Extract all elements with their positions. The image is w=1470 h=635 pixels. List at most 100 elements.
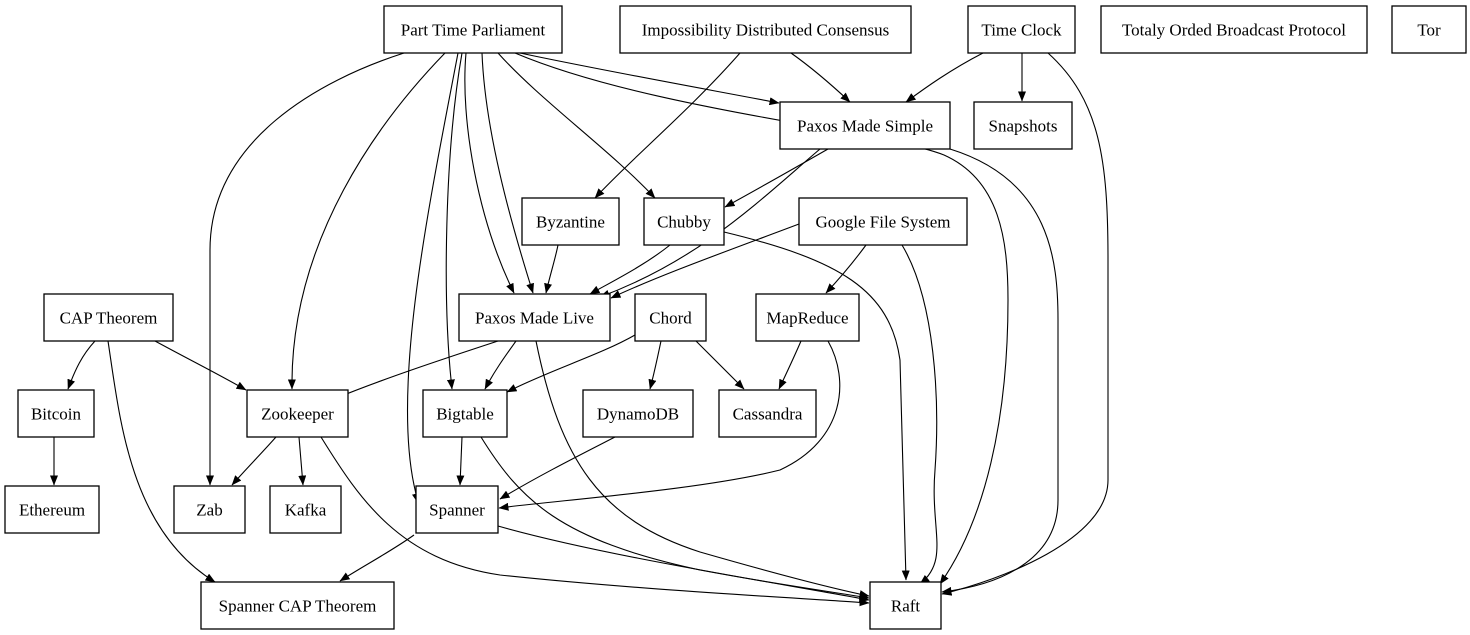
edge-ptp-to-pml (464, 52, 515, 294)
node-label: Kafka (285, 501, 327, 520)
node-box (43, 293, 174, 342)
node-box (634, 293, 707, 342)
node-bitcoin: Bitcoin (17, 389, 95, 438)
node-tor: Tor (1391, 5, 1467, 54)
edge-chubby-to-pml (589, 244, 671, 295)
node-cap-theorem: CAP Theorem (43, 293, 174, 342)
node-paxos-made-live: Paxos Made Live (458, 293, 611, 342)
edge-pml-to-raft (535, 340, 870, 599)
node-time-clock: Time Clock (967, 5, 1076, 54)
edge-mr-to-cass (778, 340, 802, 390)
edge-spanner-to-raft (497, 525, 870, 603)
node-label: Totaly Orded Broadcast Protocol (1122, 21, 1346, 40)
node-mapreduce: MapReduce (755, 293, 860, 342)
edge-zk-to-kafka (298, 436, 307, 486)
node-label: Chord (649, 309, 692, 328)
node-label: Time Clock (981, 21, 1062, 40)
node-box (643, 197, 725, 246)
node-box (718, 389, 817, 438)
node-raft: Raft (869, 581, 942, 630)
node-label: Paxos Made Live (475, 309, 594, 328)
node-zookeeper: Zookeeper (246, 389, 349, 438)
node-label: Byzantine (536, 213, 605, 232)
node-box (246, 389, 349, 438)
edge-gfs-to-pml (610, 223, 800, 299)
edge-ptp-to-bt (445, 52, 463, 390)
edge-pml-to-bt (484, 340, 517, 390)
edge-zk-to-raft (320, 436, 870, 607)
node-kafka: Kafka (269, 485, 342, 534)
node-label: CAP Theorem (60, 309, 158, 328)
edge-gfs-to-mr (825, 244, 867, 294)
node-label: DynamoDB (597, 405, 679, 424)
node-box (415, 485, 499, 534)
edge-pml-to-zk (333, 340, 499, 400)
edge-pms-to-pml (599, 148, 821, 298)
node-box (967, 5, 1076, 54)
node-box (4, 485, 100, 534)
node-snapshots: Snapshots (973, 101, 1073, 150)
node-label: Snapshots (989, 117, 1058, 136)
node-box (200, 581, 395, 630)
node-box (422, 389, 508, 438)
edge-chubby-to-raft (723, 231, 910, 581)
node-spanner: Spanner (415, 485, 499, 534)
node-box (779, 101, 951, 150)
edge-tc-to-pms (905, 52, 984, 103)
node-label: MapReduce (766, 309, 848, 328)
node-chord: Chord (634, 293, 707, 342)
edge-ptp-to-chubby (497, 52, 656, 199)
node-box (521, 197, 620, 246)
edge-bt-to-spanner (456, 436, 465, 486)
node-box (619, 5, 912, 54)
edge-ptp-to-pml (481, 52, 534, 294)
node-box (458, 293, 611, 342)
edge-mr-to-spanner (498, 340, 841, 511)
edge-ptp-to-pms (519, 52, 780, 106)
node-box (1100, 5, 1368, 54)
edge-bt-to-raft (480, 436, 870, 601)
node-box (582, 389, 694, 438)
node-google-file-system: Google File System (798, 197, 968, 246)
node-label: Google File System (815, 213, 950, 232)
node-label: Cassandra (733, 405, 803, 424)
node-label: Bigtable (436, 405, 494, 424)
edge-ptp-to-zk (287, 52, 446, 390)
node-label: Zab (196, 501, 222, 520)
edge-chord-to-bt (506, 334, 636, 393)
node-dynamodb: DynamoDB (582, 389, 694, 438)
edge-cap-to-scap (107, 340, 216, 583)
edge-ptp-to-raft (514, 52, 1009, 585)
node-chubby: Chubby (643, 197, 725, 246)
node-label: Ethereum (19, 501, 85, 520)
edge-tc-to-raft (941, 52, 1109, 596)
edge-zk-to-zab (231, 436, 277, 486)
node-box (755, 293, 860, 342)
edge-chord-to-cass (695, 340, 745, 390)
node-label: Tor (1417, 21, 1441, 40)
node-label: Chubby (657, 213, 711, 232)
node-box (383, 5, 563, 54)
edge-ptp-to-zab (206, 52, 405, 486)
edge-ptp-to-spanner (406, 52, 459, 504)
edge-idc-to-byz (790, 52, 851, 103)
node-box (173, 485, 246, 534)
edge-ddb-to-spanner (499, 436, 616, 500)
edge-pms-to-chubby (724, 148, 829, 208)
edge-cap-to-btc (67, 340, 96, 390)
node-box (17, 389, 95, 438)
graph-edges (50, 52, 1109, 607)
edge-byz-to-pml (544, 244, 559, 294)
node-label: Impossibility Distributed Consensus (642, 21, 889, 40)
edge-chord-to-ddb (648, 340, 662, 390)
edge-cap-to-zk (154, 340, 247, 391)
node-label: Spanner (429, 501, 485, 520)
node-box (869, 581, 942, 630)
node-ethereum: Ethereum (4, 485, 100, 534)
edge-idc-to-pms (594, 52, 741, 199)
node-label: Zookeeper (261, 405, 334, 424)
node-paxos-made-simple: Paxos Made Simple (779, 101, 951, 150)
node-totaly-orded-broadcast-protocol: Totaly Orded Broadcast Protocol (1100, 5, 1368, 54)
node-byzantine: Byzantine (521, 197, 620, 246)
